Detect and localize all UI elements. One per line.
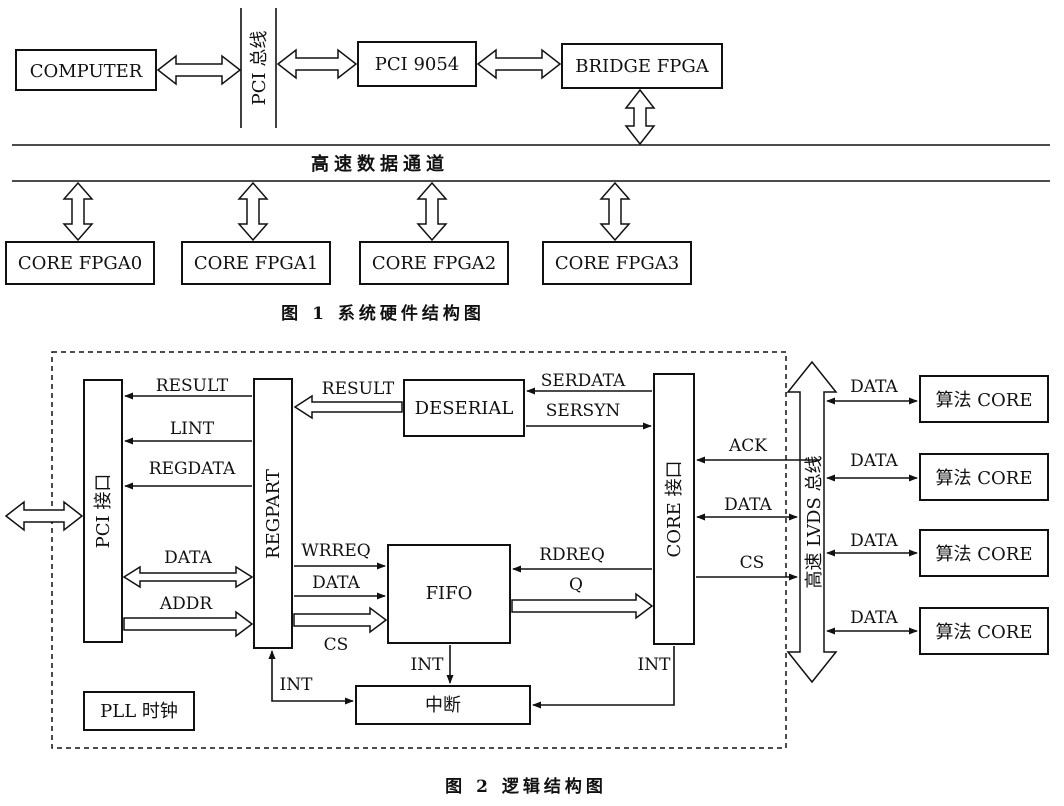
- core-fpga2-label: CORE FPGA2: [372, 253, 496, 274]
- lvds-bus-label: 高速 LVDS 总线: [804, 455, 825, 588]
- addr-arrow: [123, 610, 254, 638]
- channel-core3-arrow: [599, 181, 631, 242]
- algo-core-label-0: 算法 CORE: [936, 390, 1033, 411]
- int-reg-label: INT: [280, 675, 314, 695]
- interrupt-box: [355, 685, 531, 725]
- computer-box: [15, 49, 157, 91]
- lvds-bus-arrow: [786, 360, 838, 684]
- algo-data-label-0: DATA: [850, 377, 898, 397]
- serdata-label: SERDATA: [541, 371, 626, 391]
- pci-9054-arrow: [276, 48, 358, 80]
- 9054-bridge-arrow: [476, 48, 562, 80]
- channel-core2-arrow: [416, 181, 448, 242]
- q-label: Q: [569, 575, 583, 595]
- core-fpga3-label: CORE FPGA3: [555, 253, 679, 274]
- result-mid-arrow: [293, 394, 403, 420]
- int-core-arrow: [532, 646, 675, 709]
- algo-core-box-3: [919, 607, 1049, 655]
- rdreq-label: RDREQ: [539, 545, 605, 565]
- core-fpga1-box: [181, 241, 331, 285]
- cs-fifo-label: CS: [324, 635, 349, 655]
- data-core-label: DATA: [724, 495, 772, 515]
- algo-core-box-0: [919, 375, 1049, 423]
- int-fifo-label: INT: [411, 655, 445, 675]
- figure-2: PCI 接口 REGPART RESULT LINT REGDATA DATA …: [4, 351, 1049, 797]
- algo-core-label-2: 算法 CORE: [936, 544, 1033, 565]
- addr-label: ADDR: [159, 594, 214, 614]
- core-interface-label: CORE 接口: [664, 461, 685, 558]
- lint-label: LINT: [170, 419, 215, 439]
- deserial-box: [403, 379, 525, 437]
- pci9054-label: PCI 9054: [375, 54, 460, 75]
- core-fpga0-box: [5, 241, 155, 285]
- data-pci-label: DATA: [164, 548, 212, 568]
- fpga-boundary: [51, 351, 787, 749]
- deserial-label: DESERIAL: [415, 398, 514, 419]
- core-fpga1-label: CORE FPGA1: [194, 253, 318, 274]
- result-mid-label: RESULT: [322, 379, 395, 399]
- pci-bus-label: PCI 总线: [249, 31, 270, 106]
- channel-label: 高速数据通道: [311, 153, 449, 175]
- core-fpga3-box: [542, 241, 692, 285]
- algo-core-label-3: 算法 CORE: [936, 622, 1033, 643]
- regdata-label: REGDATA: [149, 459, 236, 479]
- interrupt-label: 中断: [425, 695, 461, 716]
- algo-data-label-1: DATA: [850, 451, 898, 471]
- pll-box: [83, 691, 195, 731]
- regpart-label: REGPART: [263, 469, 284, 559]
- bridge-fpga-box: [561, 43, 723, 89]
- cs-fifo-arrow: [293, 606, 388, 634]
- figure-1: COMPUTER PCI 总线 PCI 9054 BRIDGE FPGA 高速数…: [5, 8, 1050, 324]
- algo-data-label-2: DATA: [850, 531, 898, 551]
- regpart-box: [253, 378, 293, 649]
- algo-core-box-2: [919, 529, 1049, 577]
- sersyn-label: SERSYN: [546, 401, 621, 421]
- computer-pci-arrow: [156, 54, 242, 86]
- cs-core-label: CS: [740, 553, 765, 573]
- fifo-box: [387, 544, 511, 644]
- computer-label: COMPUTER: [30, 61, 143, 82]
- channel-core1-arrow: [237, 181, 269, 242]
- algo-core-box-1: [919, 453, 1049, 501]
- pci9054-box: [357, 41, 477, 87]
- channel-core0-arrow: [62, 181, 94, 242]
- external-bus-arrow: [4, 500, 84, 532]
- result-top-label: RESULT: [156, 376, 229, 396]
- wrreq-label: WRREQ: [301, 541, 370, 561]
- ack-label: ACK: [728, 436, 767, 456]
- pci-interface-label: PCI 接口: [93, 474, 114, 549]
- q-arrow: [511, 592, 654, 620]
- data-fifo-label: DATA: [312, 573, 360, 593]
- fifo-label: FIFO: [426, 583, 473, 604]
- algo-data-label-3: DATA: [850, 608, 898, 628]
- pci-interface-box: [83, 379, 123, 643]
- core-interface-box: [653, 373, 695, 645]
- bridge-channel-arrow: [624, 88, 656, 146]
- algo-core-label-1: 算法 CORE: [936, 468, 1033, 489]
- core-fpga2-box: [359, 241, 509, 285]
- figure1-caption: 图 1 系统硬件结构图: [281, 303, 485, 324]
- int-core-label: INT: [638, 655, 672, 675]
- int-reg-arrow: [268, 650, 354, 705]
- bridge-fpga-label: BRIDGE FPGA: [575, 56, 710, 77]
- pll-label: PLL 时钟: [100, 701, 178, 722]
- figure2-caption: 图 2 逻辑结构图: [445, 776, 607, 797]
- core-fpga0-label: CORE FPGA0: [18, 253, 142, 274]
- data-pci-arrow: [122, 565, 254, 589]
